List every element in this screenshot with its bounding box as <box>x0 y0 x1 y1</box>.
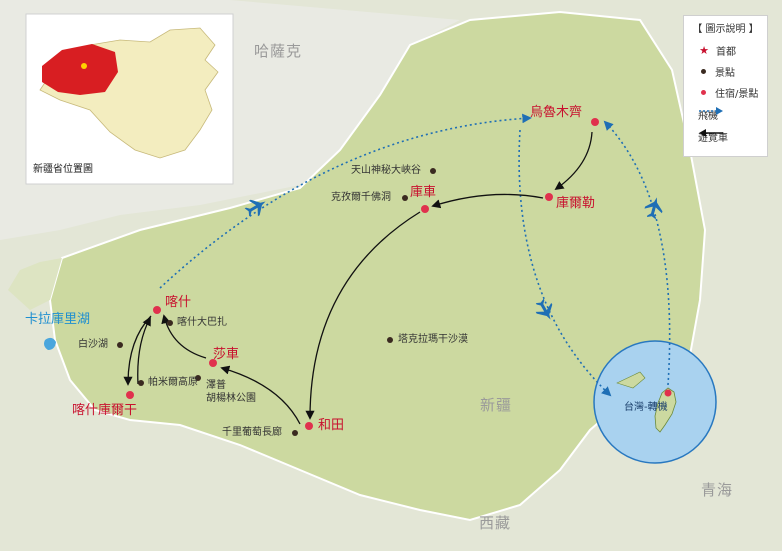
region-tibet: 西藏 <box>479 514 512 532</box>
lake-karakul <box>44 337 56 350</box>
city-urumqi: 烏魯木齊 <box>530 105 583 120</box>
city-kuqa: 庫車 <box>410 185 437 200</box>
spot-zepu-1: 澤普 <box>206 380 226 391</box>
dot-urumqi <box>591 118 599 126</box>
dot-kurgan <box>126 391 134 399</box>
spot-kizil: 克孜爾千佛洞 <box>331 192 391 203</box>
city-kashgar: 喀什 <box>165 295 192 310</box>
spot-pamir: 帕米爾高原 <box>148 377 198 388</box>
city-shache: 莎車 <box>213 347 240 362</box>
dot-taiwan <box>664 389 672 397</box>
dot-kashgar <box>153 306 161 314</box>
dot-icon <box>701 69 706 74</box>
dot-korla <box>545 193 553 201</box>
spot-tianshan: 天山神秘大峽谷 <box>351 165 421 176</box>
legend-title: 【 圖示說明 】 <box>692 24 759 35</box>
region-kazakhstan: 哈薩克 <box>254 42 303 60</box>
coach-urumqi-korla <box>554 131 593 191</box>
dot-shache <box>209 359 217 367</box>
region-qinghai: 青海 <box>701 481 734 499</box>
spot-taklamakan: 塔克拉瑪干沙漠 <box>398 334 468 345</box>
taiwan-inset-circle <box>593 340 717 464</box>
inset-caption: 新疆省位置圖 <box>33 164 93 175</box>
arrow-icon <box>699 129 723 137</box>
taiwan-label: 台灣-轉機 <box>624 402 668 413</box>
city-hotan: 和田 <box>318 418 345 433</box>
star-icon: ★ <box>699 44 709 57</box>
legend-stay: 住宿/景點 <box>698 85 758 100</box>
coach-hotan-shache <box>220 365 301 425</box>
taiwan-island <box>654 387 677 433</box>
city-korla: 庫爾勒 <box>556 196 596 211</box>
dot-hotan <box>305 422 313 430</box>
inset-xinjiang <box>42 44 118 95</box>
region-xinjiang: 新疆 <box>480 396 513 414</box>
dot-kuqa <box>421 205 429 213</box>
legend: 【 圖示說明 】 ★ 首都 景點 住宿/景點 飛機 遊覽車 <box>683 15 768 157</box>
spot-baisha: 白沙湖 <box>78 339 108 350</box>
legend-capital: ★ 首都 <box>699 44 736 58</box>
dot-icon <box>701 90 706 95</box>
dotted-arrow-icon <box>699 107 723 115</box>
coach-kurgan-kashgar <box>137 316 151 385</box>
legend-flight: 飛機 <box>698 107 723 122</box>
flight-kashgar-urumqi <box>159 113 532 289</box>
coach-shache-kashgar <box>161 314 207 359</box>
spot-grape: 千里葡萄長廊 <box>222 427 282 438</box>
spot-zepu-2: 胡楊林公園 <box>206 393 256 404</box>
legend-scenic: 景點 <box>698 64 735 79</box>
spot-bazaar: 喀什大巴扎 <box>177 317 227 328</box>
legend-coach: 遊覽車 <box>698 129 728 144</box>
flight-taiwan-urumqi <box>603 120 671 386</box>
city-kashgar-kurgan: 喀什庫爾干 <box>72 403 138 418</box>
coach-korla-kuqa <box>431 193 544 209</box>
lake-label: 卡拉庫里湖 <box>25 312 91 327</box>
coach-kuqa-hotan <box>305 211 421 420</box>
